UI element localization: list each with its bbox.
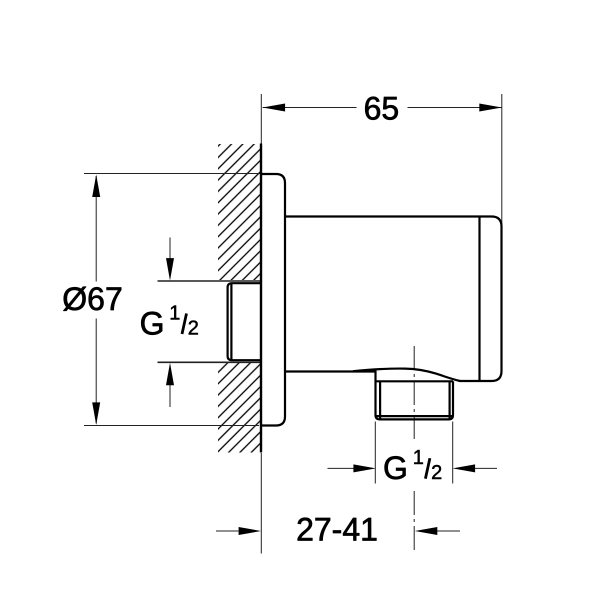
svg-text:G: G <box>383 450 408 486</box>
svg-text:Ø67: Ø67 <box>62 281 122 317</box>
svg-text:G: G <box>140 306 165 342</box>
svg-text:27-41: 27-41 <box>296 511 378 547</box>
svg-text:65: 65 <box>364 91 400 127</box>
svg-text:2: 2 <box>188 317 199 339</box>
svg-text:1: 1 <box>169 302 180 324</box>
svg-text:1: 1 <box>413 447 424 469</box>
svg-text:2: 2 <box>431 462 442 484</box>
